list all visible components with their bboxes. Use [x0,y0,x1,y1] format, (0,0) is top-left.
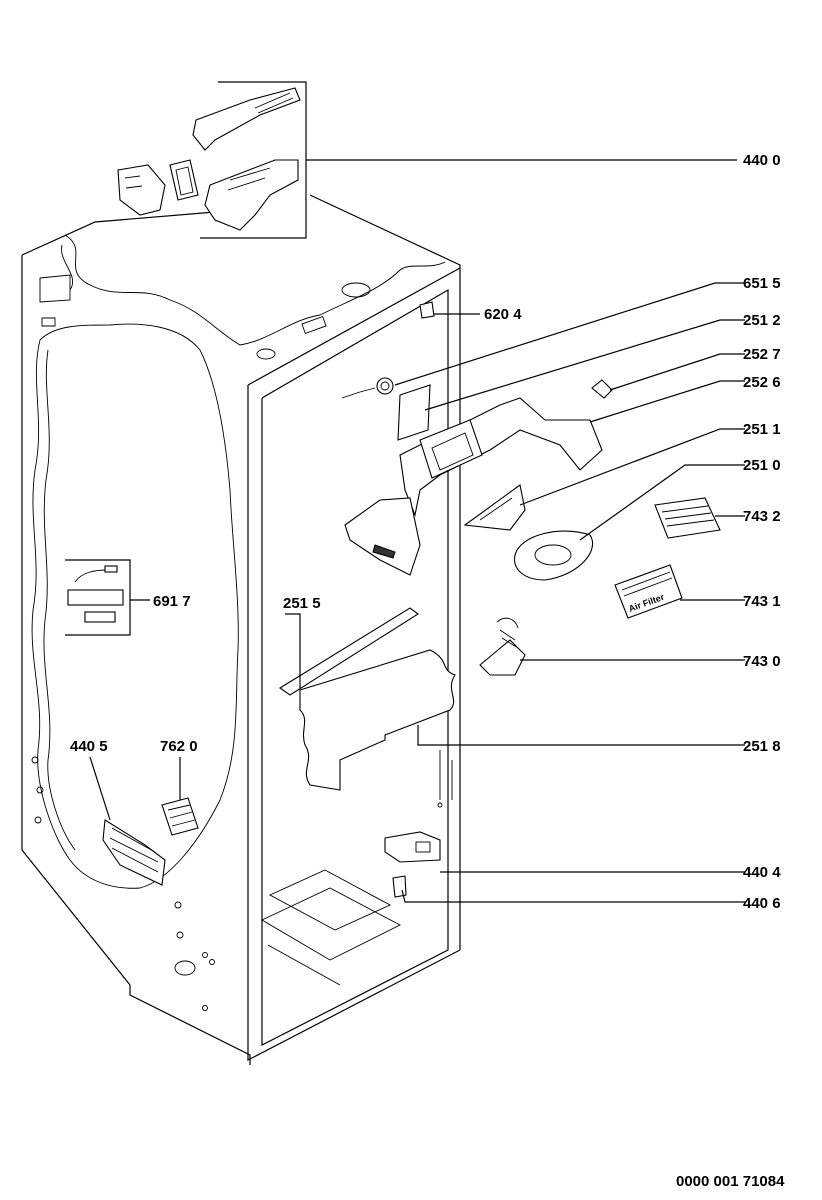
callout-743-1: 743 1 [743,593,781,610]
refrigerator-cabinet [21,194,461,1065]
callout-251-1: 251 1 [743,421,781,438]
callout-440-4: 440 4 [743,864,781,881]
callout-252-6: 252 6 [743,374,781,391]
callout-labels: 440 0 651 5 620 4 251 2 252 7 252 6 251 … [70,152,781,912]
callout-762-0: 762 0 [160,738,198,755]
lower-parts [102,797,441,898]
top-inset-box [117,81,737,239]
callout-743-2: 743 2 [743,508,781,525]
callout-251-8: 251 8 [743,738,781,755]
callout-251-0: 251 0 [743,457,781,474]
document-number: 0000 001 71084 [676,1173,785,1190]
callout-252-7: 252 7 [743,346,781,363]
callout-251-5: 251 5 [283,595,321,612]
air-filter-parts [479,497,721,676]
upper-duct-assembly [341,301,613,576]
callout-743-0: 743 0 [743,653,781,670]
callout-651-5: 651 5 [743,275,781,292]
damper-parts [463,484,594,581]
callout-440-0: 440 0 [743,152,781,169]
leader-lines [89,282,745,903]
callout-251-2: 251 2 [743,312,781,329]
middle-panel-assembly [278,607,456,791]
callout-440-6: 440 6 [743,895,781,912]
callout-691-7: 691 7 [153,593,191,610]
callout-440-5: 440 5 [70,738,108,755]
callout-620-4: 620 4 [484,306,522,323]
wiring-kit-inset [65,559,131,636]
